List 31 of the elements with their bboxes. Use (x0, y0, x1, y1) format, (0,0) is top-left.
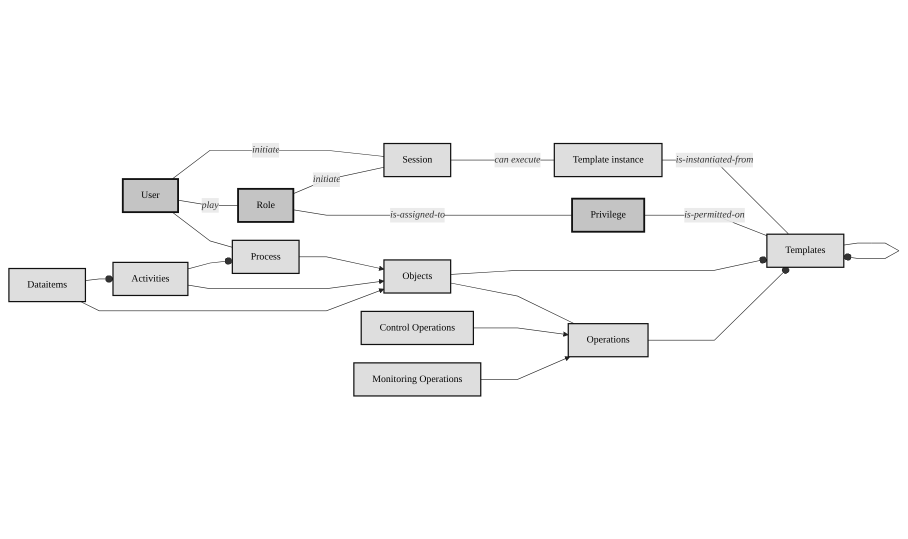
connector (293, 167, 384, 194)
connector (172, 212, 233, 248)
arrow (473, 328, 568, 337)
node-box: Role (237, 188, 294, 223)
connector (450, 256, 768, 275)
arrow (80, 288, 384, 312)
node-box: Template instance (554, 142, 663, 178)
connector (843, 242, 900, 261)
node-box: Monitoring Operations (353, 362, 482, 397)
connector (450, 282, 574, 324)
connector (188, 257, 233, 270)
edge-label: is-instantiated-from (676, 154, 754, 166)
node-box: Process (232, 240, 300, 274)
node-box: Privilege (571, 198, 646, 233)
node-box: Activities (112, 262, 188, 296)
connector (648, 266, 790, 341)
node-box: Objects (383, 259, 452, 294)
node-box: User (122, 178, 179, 214)
node-box: Templates (766, 234, 844, 268)
arrow (298, 256, 384, 271)
edge-label: play (202, 200, 219, 210)
arrow (188, 279, 384, 290)
node-box: Dataitems (8, 268, 86, 302)
arrow (480, 356, 570, 380)
edge-label: can execute (494, 154, 541, 166)
node-box: Session (383, 142, 452, 178)
node-box: Control Operations (360, 310, 474, 346)
connector (662, 160, 790, 235)
edge-label: is-permitted-on (684, 210, 745, 220)
node-box: Operations (568, 323, 649, 358)
connector (85, 275, 114, 283)
